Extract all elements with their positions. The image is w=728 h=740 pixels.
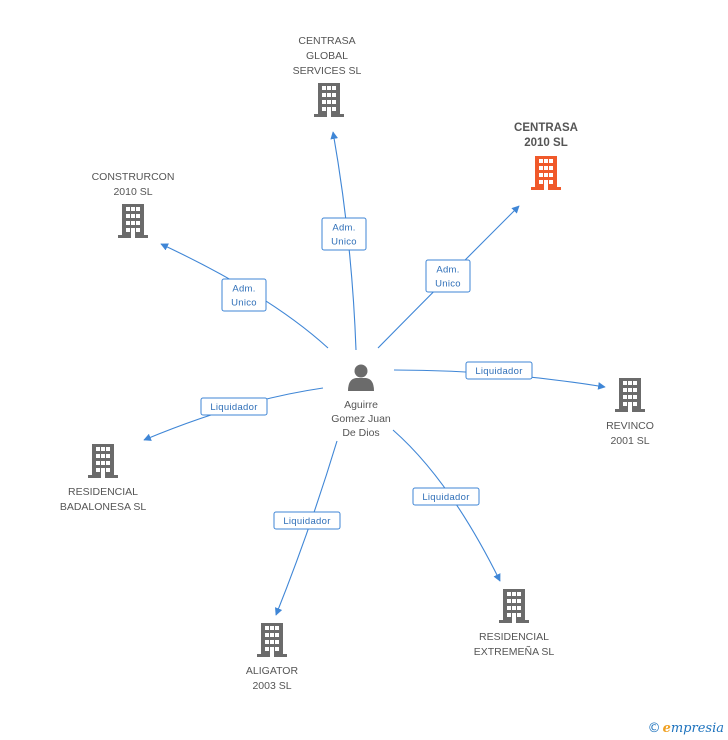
relation-label-centrasa-2010[interactable]: Adm. Unico <box>425 259 471 293</box>
relation-label-aligator[interactable]: Liquidador <box>273 511 341 530</box>
building-icon <box>615 378 645 412</box>
relation-label-text: Liquidador <box>283 516 330 527</box>
relation-label-text: Liquidador <box>210 402 257 413</box>
company-name-line: REVINCO <box>606 420 654 432</box>
relation-label-box <box>221 278 267 312</box>
company-name-line: CENTRASA <box>298 35 355 47</box>
relation-label-revinco[interactable]: Liquidador <box>465 361 533 380</box>
company-name-line: 2010 SL <box>113 186 152 198</box>
relation-label-box <box>321 217 367 251</box>
company-name-line: 2010 SL <box>524 137 567 149</box>
person-icon <box>348 364 374 391</box>
relation-label-construrcon[interactable]: Adm. Unico <box>221 278 267 312</box>
person-name-line: Gomez Juan <box>331 413 391 425</box>
company-name-line: GLOBAL <box>306 50 348 62</box>
company-name-line: BADALONESA SL <box>60 501 147 513</box>
relation-label-residencial-badalonesa[interactable]: Liquidador <box>200 397 268 416</box>
relation-label-box <box>200 397 268 416</box>
relation-label-text: Adm. <box>332 223 355 234</box>
relation-label-text: Unico <box>435 279 461 290</box>
company-node-revinco[interactable]: REVINCO 2001 SL <box>606 378 654 447</box>
relation-label-centrasa-global[interactable]: Adm. Unico <box>321 217 367 251</box>
relation-label-box <box>425 259 471 293</box>
relation-label-residencial-extremena[interactable]: Liquidador <box>412 487 480 506</box>
relation-label-text: Adm. <box>232 284 255 295</box>
building-icon <box>314 83 344 117</box>
brand-name: mpresia <box>670 721 724 736</box>
company-name-line: 2003 SL <box>252 680 291 692</box>
relation-label-box <box>412 487 480 506</box>
person-name-line: De Dios <box>342 427 379 439</box>
building-icon <box>88 444 118 478</box>
relation-label-text: Liquidador <box>475 366 522 377</box>
company-name-line: SERVICES SL <box>293 65 362 77</box>
company-name-line: CENTRASA <box>514 122 578 134</box>
company-name-line: 2001 SL <box>610 435 649 447</box>
company-node-centrasa-global[interactable]: CENTRASA GLOBAL SERVICES SL <box>293 35 362 117</box>
person-name-line: Aguirre <box>344 399 378 411</box>
relation-label-box <box>273 511 341 530</box>
company-name-line: ALIGATOR <box>246 665 299 677</box>
copyright-symbol: © <box>647 721 661 736</box>
building-icon <box>118 204 148 238</box>
relation-label-text: Unico <box>331 237 357 248</box>
company-node-residencial-extremena[interactable]: RESIDENCIAL EXTREMEÑA SL <box>474 589 555 658</box>
company-name-line: RESIDENCIAL <box>68 486 138 498</box>
company-node-aligator[interactable]: ALIGATOR 2003 SL <box>246 623 299 692</box>
brand-initial: e <box>662 721 671 736</box>
empresia-watermark: ©empresia <box>648 721 724 736</box>
relation-label-box <box>465 361 533 380</box>
building-icon <box>499 589 529 623</box>
company-node-construrcon[interactable]: CONSTRURCON 2010 SL <box>92 171 175 238</box>
company-node-residencial-badalonesa[interactable]: RESIDENCIAL BADALONESA SL <box>60 444 147 513</box>
company-name-line: EXTREMEÑA SL <box>474 645 555 658</box>
relation-label-text: Liquidador <box>422 492 469 503</box>
company-name-line: RESIDENCIAL <box>479 631 549 643</box>
company-node-centrasa-2010[interactable]: CENTRASA 2010 SL <box>514 122 578 190</box>
building-icon <box>257 623 287 657</box>
relation-label-text: Unico <box>231 298 257 309</box>
building-icon <box>531 156 561 190</box>
company-name-line: CONSTRURCON <box>92 171 175 183</box>
relation-label-text: Adm. <box>436 265 459 276</box>
